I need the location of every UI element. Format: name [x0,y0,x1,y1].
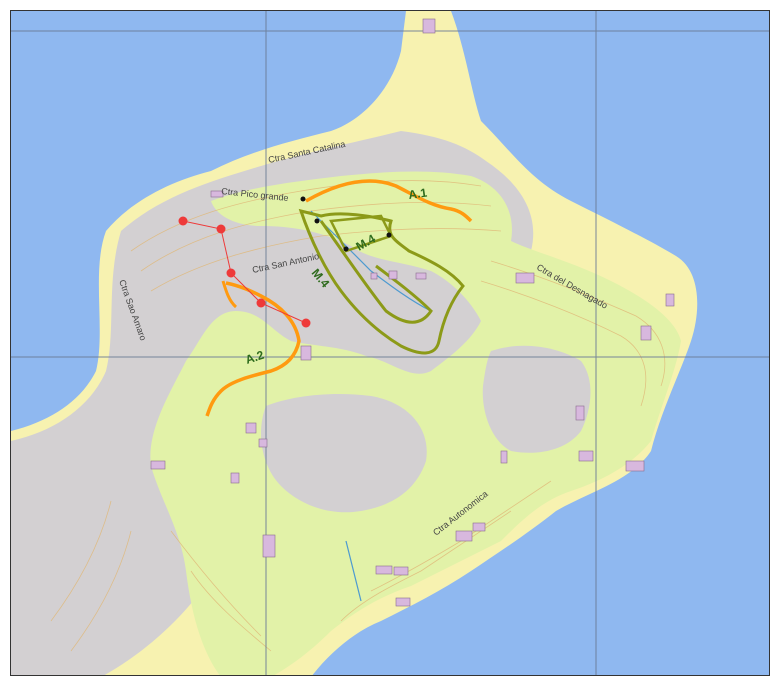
red-survey-points [178,216,311,328]
trail-m4-loop[interactable] [298,208,465,355]
waypoint-dots [300,196,392,252]
map-grid [11,11,769,675]
buildings [150,18,675,607]
trail-m4-inner[interactable] [319,220,433,324]
island-map[interactable]: Ctra Santa Catalina Ctra Pico grande Ctr… [11,11,770,676]
grey-clearing [261,394,427,513]
grey-clearing-east [482,345,591,453]
trail-a1[interactable] [305,179,473,223]
map-frame: Ctra Santa Catalina Ctra Pico grande Ctr… [10,10,770,676]
route-label-a2: A.2 [244,348,266,367]
trail-a2-spur[interactable] [221,280,238,309]
route-label-a1: A.1 [407,185,428,202]
trail-a2[interactable] [205,281,301,417]
stream [310,210,432,312]
stream-south [345,540,362,602]
